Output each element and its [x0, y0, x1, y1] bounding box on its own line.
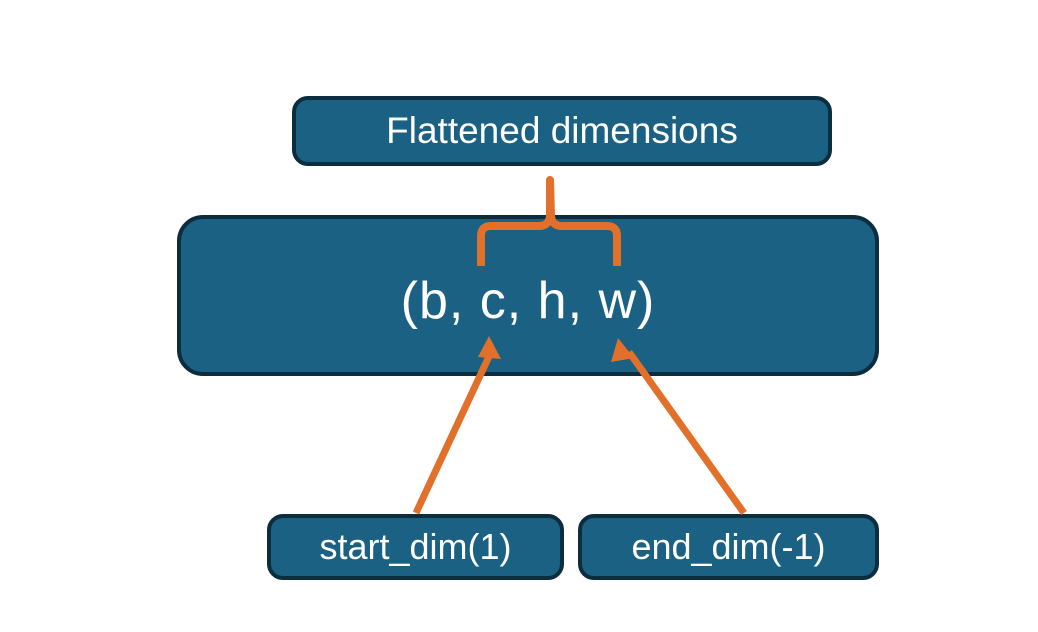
node-flattened-dimensions[interactable]: Flattened dimensions: [292, 96, 832, 166]
node-start-dim-label: start_dim(1): [319, 526, 512, 568]
node-tensor-shape-label: (b, c, h, w): [400, 271, 656, 330]
node-flattened-dimensions-label: Flattened dimensions: [386, 109, 738, 151]
node-end-dim-label: end_dim(-1): [631, 526, 826, 568]
node-tensor-shape[interactable]: (b, c, h, w): [177, 215, 879, 376]
end-dim-arrow-line: [626, 349, 747, 516]
node-end-dim[interactable]: end_dim(-1): [578, 514, 879, 580]
node-start-dim[interactable]: start_dim(1): [267, 514, 564, 580]
